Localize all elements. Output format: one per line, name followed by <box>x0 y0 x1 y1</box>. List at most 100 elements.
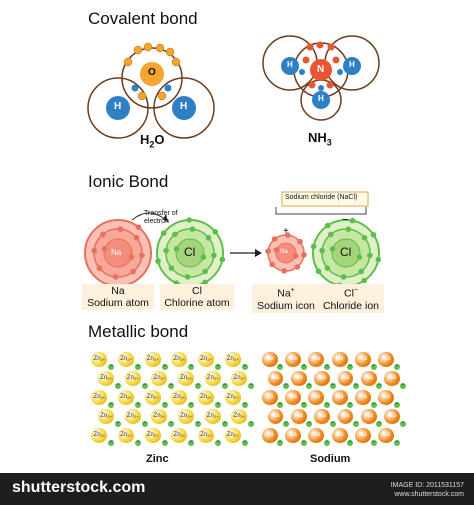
free-electron: − <box>221 420 228 428</box>
sodium-ion-electron <box>297 238 303 245</box>
free-electron: − <box>241 363 248 371</box>
sodium-atom-tag-name: Sodium atom <box>87 297 149 309</box>
metal-ion: Na <box>261 389 278 406</box>
free-electron: − <box>161 439 168 447</box>
metal-ion-charge: 2+ <box>100 356 106 362</box>
footer-id-line1: IMAGE ID: 2011531157 <box>390 482 464 489</box>
free-electron: − <box>370 439 377 447</box>
metal-ion: Na <box>308 427 325 444</box>
free-electron: − <box>108 401 115 409</box>
chloride-electron <box>361 277 368 284</box>
free-electron: − <box>329 382 336 390</box>
metal-ion-charge: 2+ <box>160 413 166 419</box>
metal-ion: Na <box>314 370 331 387</box>
sodium-ion-electron <box>284 232 291 238</box>
metal-ion-charge: 2+ <box>187 413 192 419</box>
free-electron: − <box>215 363 221 371</box>
metal-ion-label: Zn <box>120 394 128 401</box>
free-electron: − <box>115 382 121 390</box>
metal-ion: Na <box>378 427 395 444</box>
free-electron: − <box>195 382 201 390</box>
watermark-footer: shutterstock.com IMAGE ID: 2011531157 ww… <box>0 473 474 505</box>
free-electron: − <box>248 382 255 390</box>
hydrogen-atom-left <box>106 96 130 120</box>
chlorine-atom-symbol: Cl <box>184 245 196 259</box>
metal-ion-label: Na <box>271 413 280 420</box>
sodium-lattice: Na−Na−Na−Na−Na−Na−Na−Na−Na−Na−Na−Na−Na−N… <box>258 350 406 447</box>
oxygen-atom <box>140 62 164 86</box>
chloride-electron <box>340 274 347 280</box>
metal-ion-label: Zn <box>226 356 234 363</box>
chlorine-electron <box>184 274 191 280</box>
metallic-bond-title: Metallic bond <box>88 322 189 341</box>
metal-ion-charge: 2+ <box>107 413 112 419</box>
sodium-ion-electron <box>269 261 275 268</box>
hydrogen-symbol-left: H <box>114 101 122 112</box>
free-electron: − <box>347 363 354 371</box>
hydrogen-atom-right <box>172 96 196 120</box>
free-electron: − <box>323 439 330 447</box>
metal-ion: Na <box>355 351 371 368</box>
metal-ion-label: Zn <box>200 394 208 401</box>
chlorine-electron <box>202 268 208 275</box>
metal-ion-label: Na <box>341 375 350 382</box>
sodium-ion-plus: + <box>283 226 289 237</box>
sodium-ion-tag-symbol-row: Na+ <box>254 285 318 300</box>
free-electron: − <box>347 439 354 447</box>
sodium-ion-tag-name: Sodium icon <box>257 299 315 312</box>
metal-ion-charge: 2+ <box>133 413 139 419</box>
free-electron: − <box>141 420 148 428</box>
chlorine-electron <box>168 265 175 271</box>
metal-ion-label: Zn <box>180 413 188 420</box>
metal-ion-label: Zn <box>173 356 181 363</box>
sodium-ion-electron <box>265 248 271 255</box>
chlorine-electron <box>189 226 196 232</box>
chlorine-electron <box>172 231 178 238</box>
metal-ion-label: Zn <box>173 394 181 401</box>
chloride-ion-tag: Cl− Chloride ion <box>318 284 384 313</box>
metal-ion-label: Na <box>312 394 321 401</box>
metal-ion: Na <box>267 370 284 387</box>
metal-ion-label: Zn <box>153 413 161 420</box>
sodium-electron <box>100 231 106 238</box>
free-electron: − <box>215 439 221 447</box>
free-electron: − <box>399 382 406 390</box>
chloride-electron <box>367 252 373 259</box>
sodium-ion-electron <box>281 268 288 274</box>
metal-ion-charge: 2+ <box>213 375 219 381</box>
chlorine-atom-tag-name: Chlorine atom <box>164 297 230 309</box>
metal-ion: Na <box>290 370 307 387</box>
chlorine-atom-tag-symbol: Cl <box>192 285 202 297</box>
free-electron: − <box>168 382 175 390</box>
sodium-atom-tag-symbol: Na <box>111 285 125 297</box>
metal-ion-label: Na <box>265 356 274 363</box>
metal-ion-charge: 2+ <box>207 394 212 400</box>
free-electron: − <box>108 363 115 371</box>
chloride-ion-tag-name: Chloride ion <box>322 299 380 312</box>
metal-ion: Na <box>331 427 348 444</box>
hydrogen-atom-1 <box>281 57 299 75</box>
nitrogen-symbol: N <box>317 64 325 75</box>
metal-ion: Na <box>261 351 278 368</box>
chloride-electron <box>375 256 382 263</box>
metal-ion-label: Na <box>335 432 344 439</box>
metal-ion: Na <box>384 370 401 387</box>
metal-ion-label: Zn <box>100 375 108 382</box>
metal-ion: Na <box>285 427 301 444</box>
ammonia-h-symbol-3: H <box>318 94 324 103</box>
nacl-bracket <box>275 207 367 215</box>
chloride-ion-tag-charge: − <box>353 287 358 294</box>
sodium-electron <box>117 226 124 232</box>
sodium-electron <box>91 247 97 254</box>
metal-ion-label: Zn <box>206 375 214 382</box>
footer-id-line2: www.shutterstock.com <box>394 491 464 498</box>
zinc-caption: Zinc <box>146 453 169 465</box>
